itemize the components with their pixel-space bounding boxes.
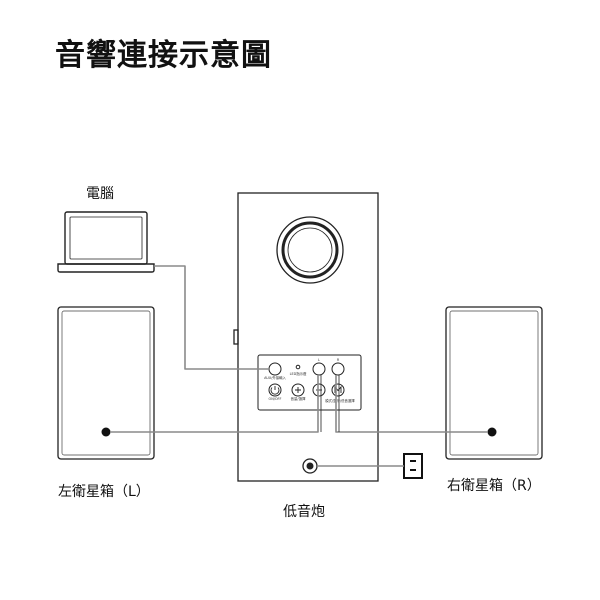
power-outlet-icon [403,453,423,479]
left-speaker [57,306,155,460]
subwoofer-jack [302,458,318,474]
led-label: LED指示燈 [290,371,307,376]
computer-label: 電腦 [86,186,114,202]
aux-input-jack [268,362,282,376]
volume-label: 音量/選擇 [291,396,306,401]
r-output-jack [331,362,345,376]
volume-up-button [291,383,305,397]
l-output-jack [312,362,326,376]
mode-label: 模式/藍牙/低音選擇 [325,398,355,403]
mode-button [331,383,345,397]
l-label: L [318,358,320,362]
right-speaker [445,306,543,460]
r-label: R [337,358,340,362]
power-label: ON/OFF [269,397,282,401]
right-speaker-label: 右衛星箱（R） [447,478,541,494]
left-speaker-jack [101,427,111,437]
right-speaker-cable [335,375,488,433]
laptop-icon [57,211,155,273]
right-speaker-jack [487,427,497,437]
power-button [268,383,282,397]
led-indicator [295,364,301,370]
subwoofer-body [233,192,379,482]
left-speaker-cable [110,375,319,433]
left-speaker-label: 左衛星箱（L） [58,484,150,500]
aux-label: AUX/外接輸入 [264,375,286,380]
page-title: 音響連接示意圖 [55,38,272,73]
laptop-aux-cable [154,265,269,370]
volume-down-button [312,383,326,397]
subwoofer-label: 低音炮 [283,504,325,520]
